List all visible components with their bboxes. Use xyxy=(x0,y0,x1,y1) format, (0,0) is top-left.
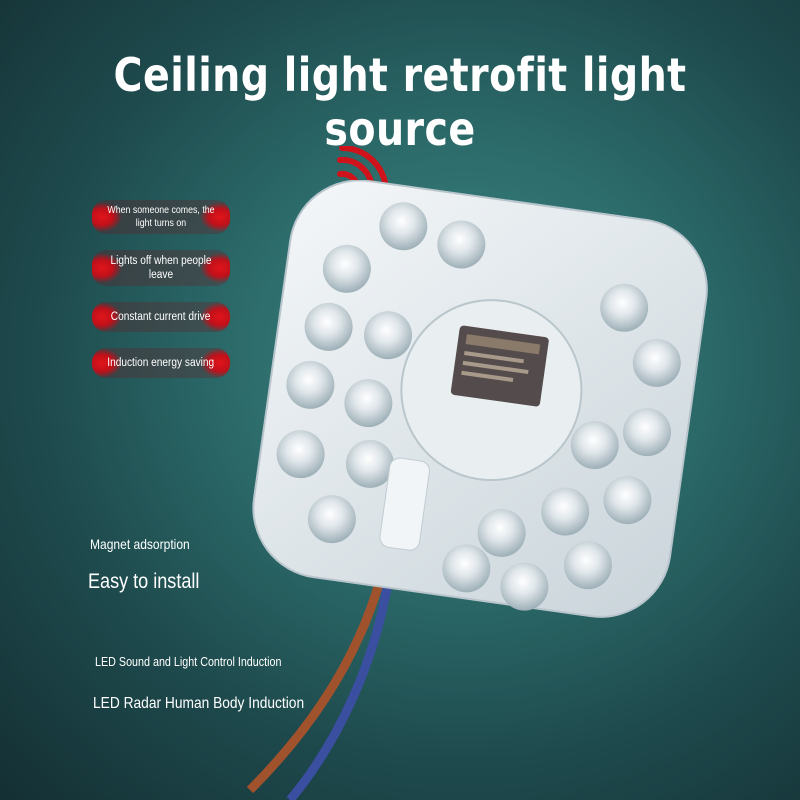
led-module-image xyxy=(246,180,708,800)
label-sound-light-control: LED Sound and Light Control Induction xyxy=(95,655,282,669)
label-magnet-adsorption: Magnet adsorption xyxy=(90,536,190,552)
feature-person-detect: When someone comes, the light turns on xyxy=(92,200,230,234)
label-easy-install: Easy to install xyxy=(88,570,200,593)
label-radar-induction: LED Radar Human Body Induction xyxy=(93,695,305,712)
feature-constant-current: Constant current drive xyxy=(92,302,230,332)
banner-title: Ceiling light retrofit light source xyxy=(113,48,687,156)
feature-auto-off: Lights off when people leave xyxy=(92,250,230,286)
feature-energy-saving: Induction energy saving xyxy=(92,348,230,378)
